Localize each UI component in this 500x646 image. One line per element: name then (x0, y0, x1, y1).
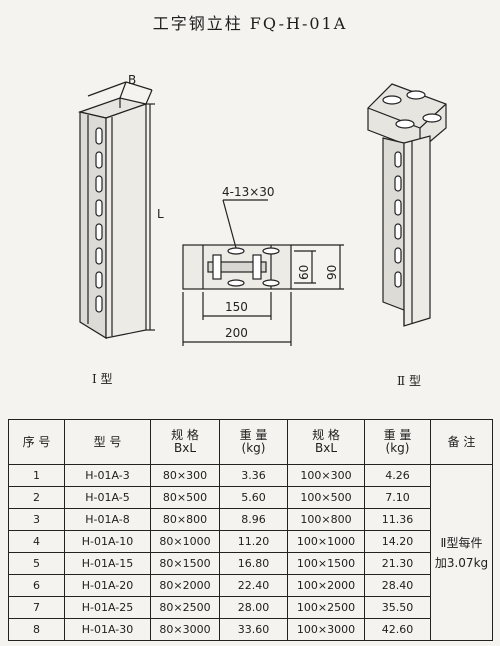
caption-type1: Ⅰ 型 (92, 372, 113, 386)
cell-model: H-01A-15 (64, 552, 151, 575)
cell-weight2: 28.40 (364, 574, 431, 597)
dim-150: 150 (225, 300, 248, 314)
table-row: 3 H-01A-8 80×800 8.96 100×800 11.36 (8, 508, 493, 531)
dim-90: 90 (325, 265, 339, 280)
cell-spec1: 80×2500 (150, 596, 220, 619)
cell-model: H-01A-10 (64, 530, 151, 553)
cell-seq: 2 (8, 486, 65, 509)
cell-spec2: 100×1000 (287, 530, 365, 553)
cell-weight1: 11.20 (219, 530, 288, 553)
cell-spec1: 80×1500 (150, 552, 220, 575)
cell-seq: 3 (8, 508, 65, 531)
technical-drawing: B L 4-13×30 60 90 150 200 (77, 73, 447, 346)
cell-weight1: 16.80 (219, 552, 288, 575)
cell-seq: 1 (8, 464, 65, 487)
header-model: 型 号 (64, 419, 151, 465)
cell-spec2: 100×500 (287, 486, 365, 509)
cell-weight2: 21.30 (364, 552, 431, 575)
cell-weight1: 3.36 (219, 464, 288, 487)
header-seq: 序 号 (8, 419, 65, 465)
table-row: 1 H-01A-3 80×300 3.36 100×300 4.26 Ⅱ型每件加… (8, 464, 493, 641)
cell-spec1: 80×300 (150, 464, 220, 487)
cell-spec2: 100×1500 (287, 552, 365, 575)
header-note: 备 注 (430, 419, 493, 465)
cell-weight1: 33.60 (219, 618, 288, 641)
cell-weight1: 8.96 (219, 508, 288, 531)
type2-slots (394, 151, 402, 288)
cell-weight2: 35.50 (364, 596, 431, 619)
label-l: L (157, 207, 164, 221)
cell-spec2: 100×3000 (287, 618, 365, 641)
table-row: 8 H-01A-30 80×3000 33.60 100×3000 42.60 (8, 618, 493, 641)
cell-model: H-01A-20 (64, 574, 151, 597)
cell-spec2: 100×300 (287, 464, 365, 487)
table-row: 7 H-01A-25 80×2500 28.00 100×2500 35.50 (8, 596, 493, 619)
cell-model: H-01A-5 (64, 486, 151, 509)
cell-seq: 6 (8, 574, 65, 597)
type1-column-drawing (77, 81, 155, 340)
cell-model: H-01A-3 (64, 464, 151, 487)
cell-spec1: 80×1000 (150, 530, 220, 553)
page-title: 工字钢立柱 FQ-H-01A (152, 14, 348, 33)
cell-spec1: 80×2000 (150, 574, 220, 597)
cell-spec2: 100×800 (287, 508, 365, 531)
cell-spec2: 100×2500 (287, 596, 365, 619)
header-weight2: 重 量(kg) (364, 419, 431, 465)
cell-seq: 5 (8, 552, 65, 575)
cell-weight2: 42.60 (364, 618, 431, 641)
cell-weight2: 11.36 (364, 508, 431, 531)
cell-weight1: 22.40 (219, 574, 288, 597)
cell-weight2: 14.20 (364, 530, 431, 553)
cell-weight2: 4.26 (364, 464, 431, 487)
label-b: B (128, 73, 136, 87)
cell-seq: 7 (8, 596, 65, 619)
cell-model: H-01A-8 (64, 508, 151, 531)
cell-weight1: 5.60 (219, 486, 288, 509)
type2-column-drawing (367, 83, 447, 327)
header-weight1: 重 量(kg) (219, 419, 288, 465)
cell-spec2: 100×2000 (287, 574, 365, 597)
label-holes: 4-13×30 (222, 185, 275, 199)
cell-model: H-01A-25 (64, 596, 151, 619)
cell-spec1: 80×500 (150, 486, 220, 509)
dim-60: 60 (297, 265, 311, 280)
dim-200: 200 (225, 326, 248, 340)
cell-weight2: 7.10 (364, 486, 431, 509)
type1-slots (95, 127, 103, 313)
base-plate-drawing (182, 199, 344, 346)
table-row: 4 H-01A-10 80×1000 11.20 100×1000 14.20 (8, 530, 493, 553)
table-row: 5 H-01A-15 80×1500 16.80 100×1500 21.30 (8, 552, 493, 575)
table-row: 2 H-01A-5 80×500 5.60 100×500 7.10 (8, 486, 493, 509)
cell-model: H-01A-30 (64, 618, 151, 641)
caption-type2: Ⅱ 型 (397, 374, 421, 388)
cell-seq: 4 (8, 530, 65, 553)
table-row: 6 H-01A-20 80×2000 22.40 100×2000 28.40 (8, 574, 493, 597)
cell-weight1: 28.00 (219, 596, 288, 619)
cell-note: Ⅱ型每件加3.07kg (430, 464, 493, 641)
cell-seq: 8 (8, 618, 65, 641)
cell-spec1: 80×3000 (150, 618, 220, 641)
cell-spec1: 80×800 (150, 508, 220, 531)
